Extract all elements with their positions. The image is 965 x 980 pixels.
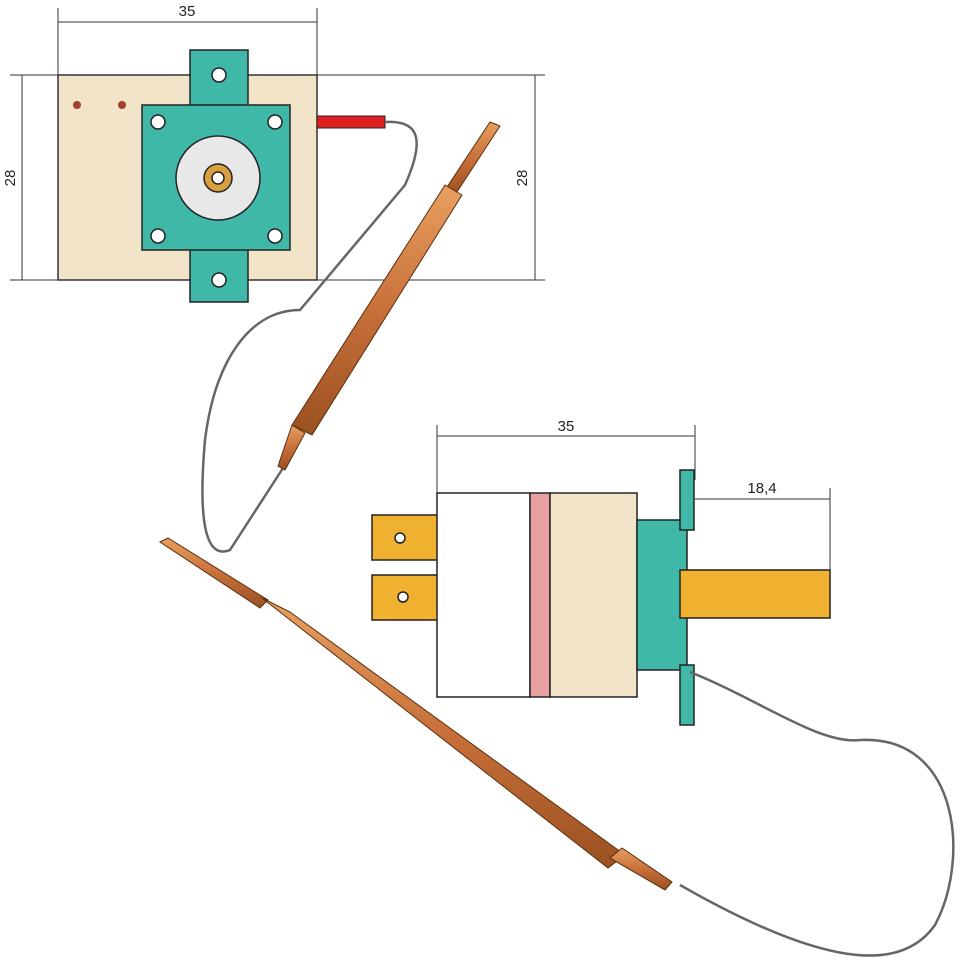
thermostat-body-cover bbox=[436, 492, 531, 698]
thermostat-body bbox=[549, 492, 638, 698]
mounting-bracket bbox=[141, 49, 291, 303]
side-view: 35 18,4 bbox=[159, 418, 955, 957]
body-stripe bbox=[529, 492, 551, 698]
wire-sleeve bbox=[316, 115, 386, 129]
shaft-length-label: 18,4 bbox=[747, 480, 776, 497]
side-bracket bbox=[636, 519, 688, 671]
control-shaft bbox=[679, 569, 831, 619]
capillary-wire-side bbox=[679, 670, 955, 957]
rivet bbox=[73, 101, 81, 109]
rivet bbox=[118, 101, 126, 109]
capillary-wire bbox=[201, 120, 418, 553]
top-view: 35 28 28 bbox=[2, 3, 545, 553]
side-dimension-lines bbox=[436, 425, 831, 575]
top-height-label-right: 28 bbox=[514, 170, 531, 187]
top-width-label: 35 bbox=[179, 3, 196, 20]
side-width-label: 35 bbox=[558, 418, 575, 435]
sensor-bulb-side bbox=[159, 537, 673, 891]
top-height-label-left: 28 bbox=[2, 170, 19, 187]
sensor-bulb-top bbox=[277, 121, 501, 471]
